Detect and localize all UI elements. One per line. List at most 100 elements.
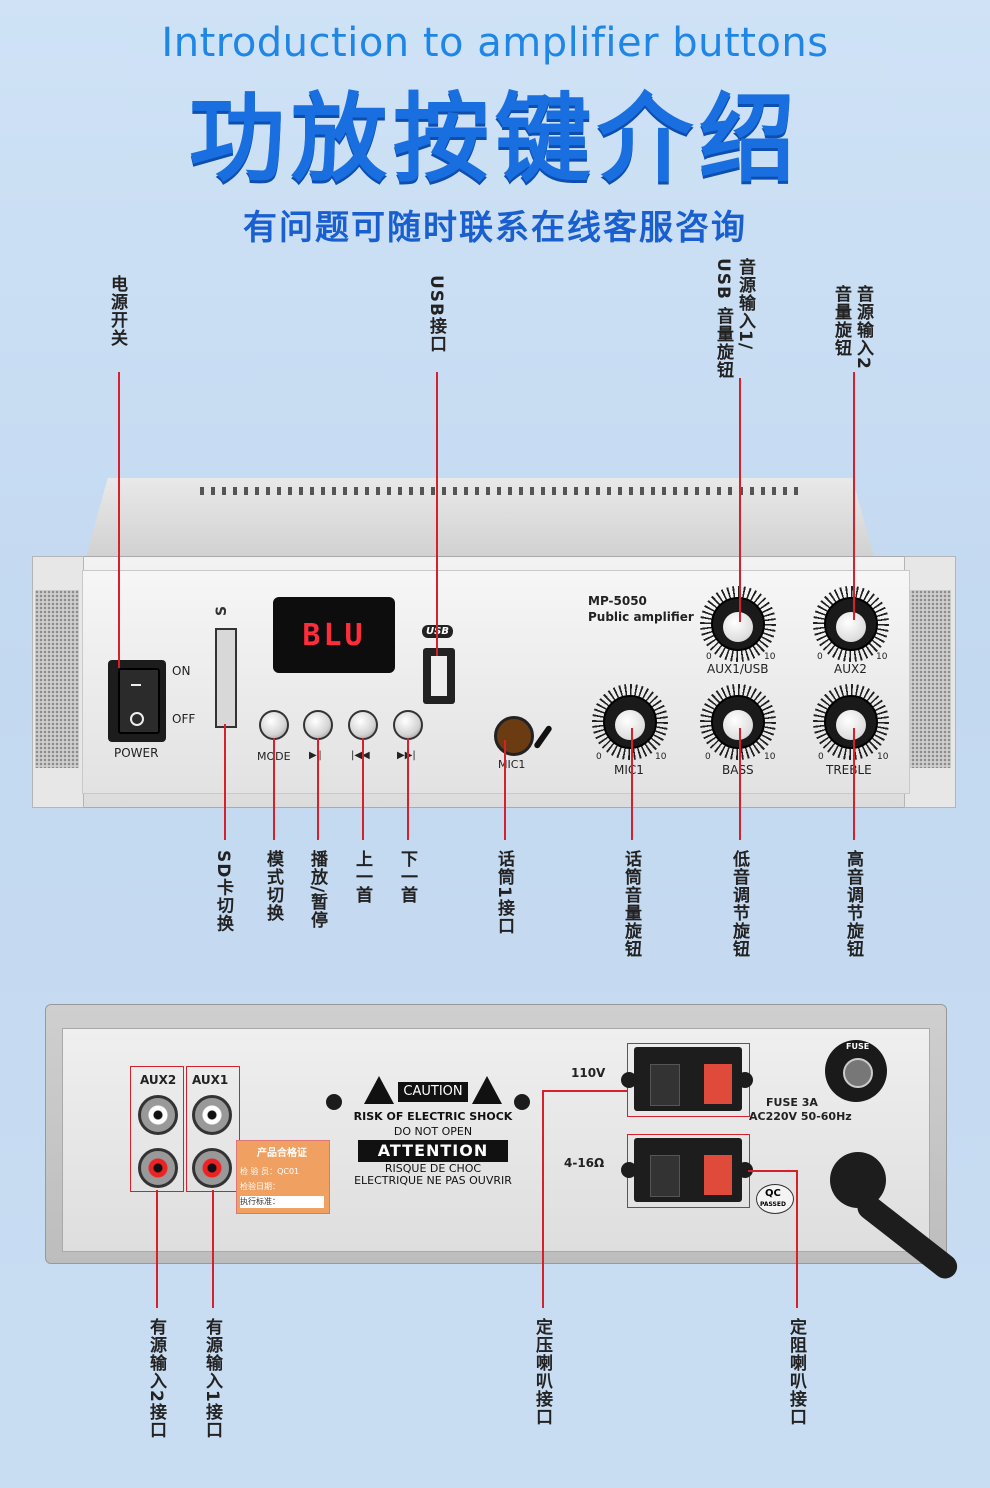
usb-port-inner bbox=[431, 656, 447, 696]
aux2-knob-cap bbox=[836, 612, 866, 642]
sd-card-slot[interactable] bbox=[215, 628, 237, 728]
label-mic1-jack: 话筒1接口 bbox=[494, 850, 514, 935]
mic1-knob-label: MIC1 bbox=[614, 763, 644, 777]
electrique-text: ELECTRIQUE NE PAS OUVRIR bbox=[354, 1174, 512, 1187]
model-number: MP-5050 bbox=[588, 594, 647, 608]
label-usb-port: USB接口 bbox=[426, 275, 446, 354]
fuse-rating: FUSE 3A bbox=[766, 1096, 818, 1109]
line-prev bbox=[362, 738, 364, 840]
faceplate bbox=[82, 570, 910, 794]
vent-slots bbox=[200, 487, 800, 495]
treble-scale-min: 0 bbox=[818, 752, 824, 762]
brand-logo-icon: S bbox=[214, 605, 230, 616]
110v-red-clip[interactable] bbox=[704, 1064, 732, 1104]
line-bass bbox=[739, 728, 741, 840]
aux2-rear-label: AUX2 bbox=[140, 1073, 177, 1087]
on-mark-icon bbox=[131, 684, 141, 686]
next-button[interactable] bbox=[393, 710, 423, 740]
label-sd-switch: SD卡切换 bbox=[213, 850, 233, 933]
screw-110v-left bbox=[621, 1072, 637, 1088]
chinese-subtitle: 有问题可随时联系在线客服咨询 bbox=[243, 208, 747, 248]
bass-scale-max: 10 bbox=[764, 752, 776, 762]
label-mic-volume: 话筒音量旋钮 bbox=[621, 850, 641, 958]
label-aux1-input: 有源输入1接口 bbox=[202, 1318, 222, 1439]
line-mode bbox=[273, 738, 275, 840]
screw-mid bbox=[514, 1094, 530, 1110]
treble-label: TREBLE bbox=[826, 763, 872, 777]
play-pause-button[interactable] bbox=[303, 710, 333, 740]
line-110v-v bbox=[542, 1090, 544, 1308]
aux1-rca-red[interactable] bbox=[192, 1148, 232, 1188]
line-treble bbox=[853, 728, 855, 840]
prev-button[interactable] bbox=[348, 710, 378, 740]
mode-button[interactable] bbox=[259, 710, 289, 740]
label-aux2-volume: 音源输入2 音量旋钮 bbox=[831, 285, 873, 370]
aux1-scale-max: 10 bbox=[764, 652, 776, 662]
led-display bbox=[273, 597, 395, 673]
line-aux1 bbox=[739, 378, 741, 622]
display-text: BLU bbox=[302, 618, 366, 653]
label-power-switch: 电源开关 bbox=[107, 275, 127, 347]
label-constant-impedance: 定阻喇叭接口 bbox=[786, 1318, 806, 1426]
mic1-knob-cap bbox=[615, 710, 645, 740]
screw-ohm-right bbox=[737, 1162, 753, 1178]
label-play-pause: 播放/暂停 bbox=[307, 850, 327, 930]
line-aux2 bbox=[853, 372, 855, 620]
treble-scale-max: 10 bbox=[877, 752, 889, 762]
label-aux1-usb-volume: 音源输入1/ USB 音量旋钮 bbox=[713, 258, 755, 379]
do-not-open-text: DO NOT OPEN bbox=[393, 1125, 473, 1138]
mesh-right bbox=[907, 590, 951, 768]
aux1-scale-min: 0 bbox=[706, 652, 712, 662]
certificate-line1: 检 验 员：QC01 bbox=[240, 1167, 300, 1176]
prev-icon: |◀◀ bbox=[351, 750, 370, 761]
mic1-jack[interactable] bbox=[494, 716, 534, 756]
ohm-red-clip[interactable] bbox=[704, 1155, 732, 1195]
qc-label: QC bbox=[765, 1188, 781, 1199]
label-bass: 低音调节旋钮 bbox=[729, 850, 749, 958]
model-description: Public amplifier bbox=[588, 610, 694, 624]
certificate-line3: 执行标准： bbox=[240, 1196, 324, 1208]
line-power bbox=[118, 372, 120, 668]
screw-ohm-left bbox=[621, 1162, 637, 1178]
screw-left bbox=[326, 1094, 342, 1110]
label-prev: 上一首 bbox=[352, 850, 372, 904]
line-ohm-v bbox=[796, 1170, 798, 1308]
off-mark-icon bbox=[130, 712, 144, 726]
warning-triangle-left-icon bbox=[364, 1076, 394, 1104]
certificate-line2: 检验日期： bbox=[240, 1182, 280, 1191]
line-ohm-h bbox=[748, 1170, 798, 1172]
aux2-rca-red[interactable] bbox=[138, 1148, 178, 1188]
110v-label: 110V bbox=[571, 1066, 606, 1080]
play-icon: ▶‖ bbox=[309, 750, 322, 761]
warning-triangle-right-icon bbox=[472, 1076, 502, 1104]
aux2-scale-min: 0 bbox=[817, 652, 823, 662]
label-constant-voltage: 定压喇叭接口 bbox=[532, 1318, 552, 1426]
off-label: OFF bbox=[172, 712, 196, 726]
line-aux2-rear bbox=[156, 1190, 158, 1308]
risk-text: RISK OF ELECTRIC SHOCK bbox=[353, 1110, 513, 1123]
mic1-scale-max: 10 bbox=[655, 752, 667, 762]
risque-text: RISQUE DE CHOC bbox=[384, 1162, 482, 1175]
aux1-rca-white[interactable] bbox=[192, 1095, 232, 1135]
aux2-rca-white[interactable] bbox=[138, 1095, 178, 1135]
line-mic-knob bbox=[631, 728, 633, 840]
line-aux1-rear bbox=[212, 1190, 214, 1308]
chinese-title: 功放按键介绍 bbox=[189, 83, 801, 195]
label-next: 下一首 bbox=[397, 850, 417, 904]
mic1-scale-min: 0 bbox=[596, 752, 602, 762]
ohm-black-clip[interactable] bbox=[650, 1155, 680, 1197]
bass-scale-min: 0 bbox=[705, 752, 711, 762]
on-label: ON bbox=[172, 664, 191, 678]
mesh-left bbox=[35, 590, 79, 768]
power-label: POWER bbox=[114, 746, 159, 760]
fuse-cap[interactable] bbox=[843, 1058, 873, 1088]
attention-label: ATTENTION bbox=[358, 1140, 508, 1162]
line-usb bbox=[436, 372, 438, 656]
certificate-title: 产品合格证 bbox=[257, 1148, 307, 1159]
fuse-cap-label: FUSE bbox=[846, 1042, 870, 1051]
bass-knob-cap bbox=[723, 710, 753, 740]
110v-black-clip[interactable] bbox=[650, 1064, 680, 1106]
ohm-label: 4-16Ω bbox=[564, 1156, 605, 1170]
label-treble: 高音调节旋钮 bbox=[843, 850, 863, 958]
mic1-jack-label: MIC1 bbox=[498, 758, 526, 771]
